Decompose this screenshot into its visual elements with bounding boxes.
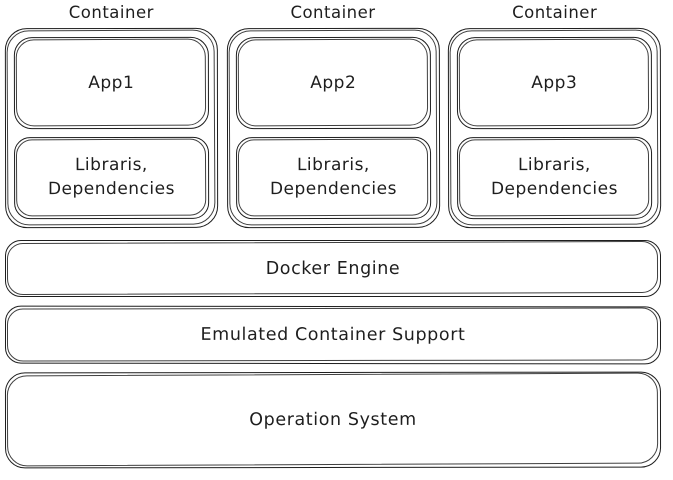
operation-system-label: Operation System: [249, 409, 417, 431]
container-label: Container: [68, 3, 154, 22]
libraries-label-line1: Libraris,: [74, 155, 148, 176]
libraries-label-line2: Dependencies: [491, 178, 619, 200]
container-label: Container: [290, 3, 376, 22]
libraries-label-line2: Dependencies: [47, 178, 175, 200]
app-label: App3: [531, 72, 578, 94]
operation-system-layer: Operation System: [4, 371, 662, 469]
container-box: App3 Libraris, Dependencies: [448, 27, 662, 229]
libraries-box: Libraris, Dependencies: [14, 136, 209, 220]
libraries-box: Libraris, Dependencies: [457, 136, 653, 220]
container-label: Container: [512, 3, 598, 22]
libraries-box: Libraris, Dependencies: [235, 136, 431, 220]
container-group-1: Container App1 Libraris, Dependencies: [4, 0, 218, 229]
app-label: App1: [88, 72, 135, 94]
container-group-2: Container App2 Libraris, Dependencies: [226, 0, 440, 229]
app-box: App2: [235, 36, 431, 130]
containers-row: Container App1 Libraris, Dependencies Co…: [4, 0, 662, 229]
libraries-label-line1: Libraris,: [518, 155, 592, 176]
emulated-container-support-label: Emulated Container Support: [200, 324, 466, 346]
app-box: App1: [13, 36, 209, 130]
docker-engine-layer: Docker Engine: [5, 240, 661, 297]
app-box: App3: [457, 36, 653, 130]
container-group-3: Container App3 Libraris, Dependencies: [448, 0, 662, 229]
app-label: App2: [309, 72, 356, 94]
emulated-container-support-layer: Emulated Container Support: [4, 305, 662, 365]
libraries-label-line1: Libraris,: [296, 155, 370, 176]
container-box: App1 Libraris, Dependencies: [4, 27, 218, 229]
container-box: App2 Libraris, Dependencies: [226, 27, 440, 229]
libraries-label-line2: Dependencies: [269, 178, 397, 200]
docker-engine-label: Docker Engine: [265, 258, 401, 279]
